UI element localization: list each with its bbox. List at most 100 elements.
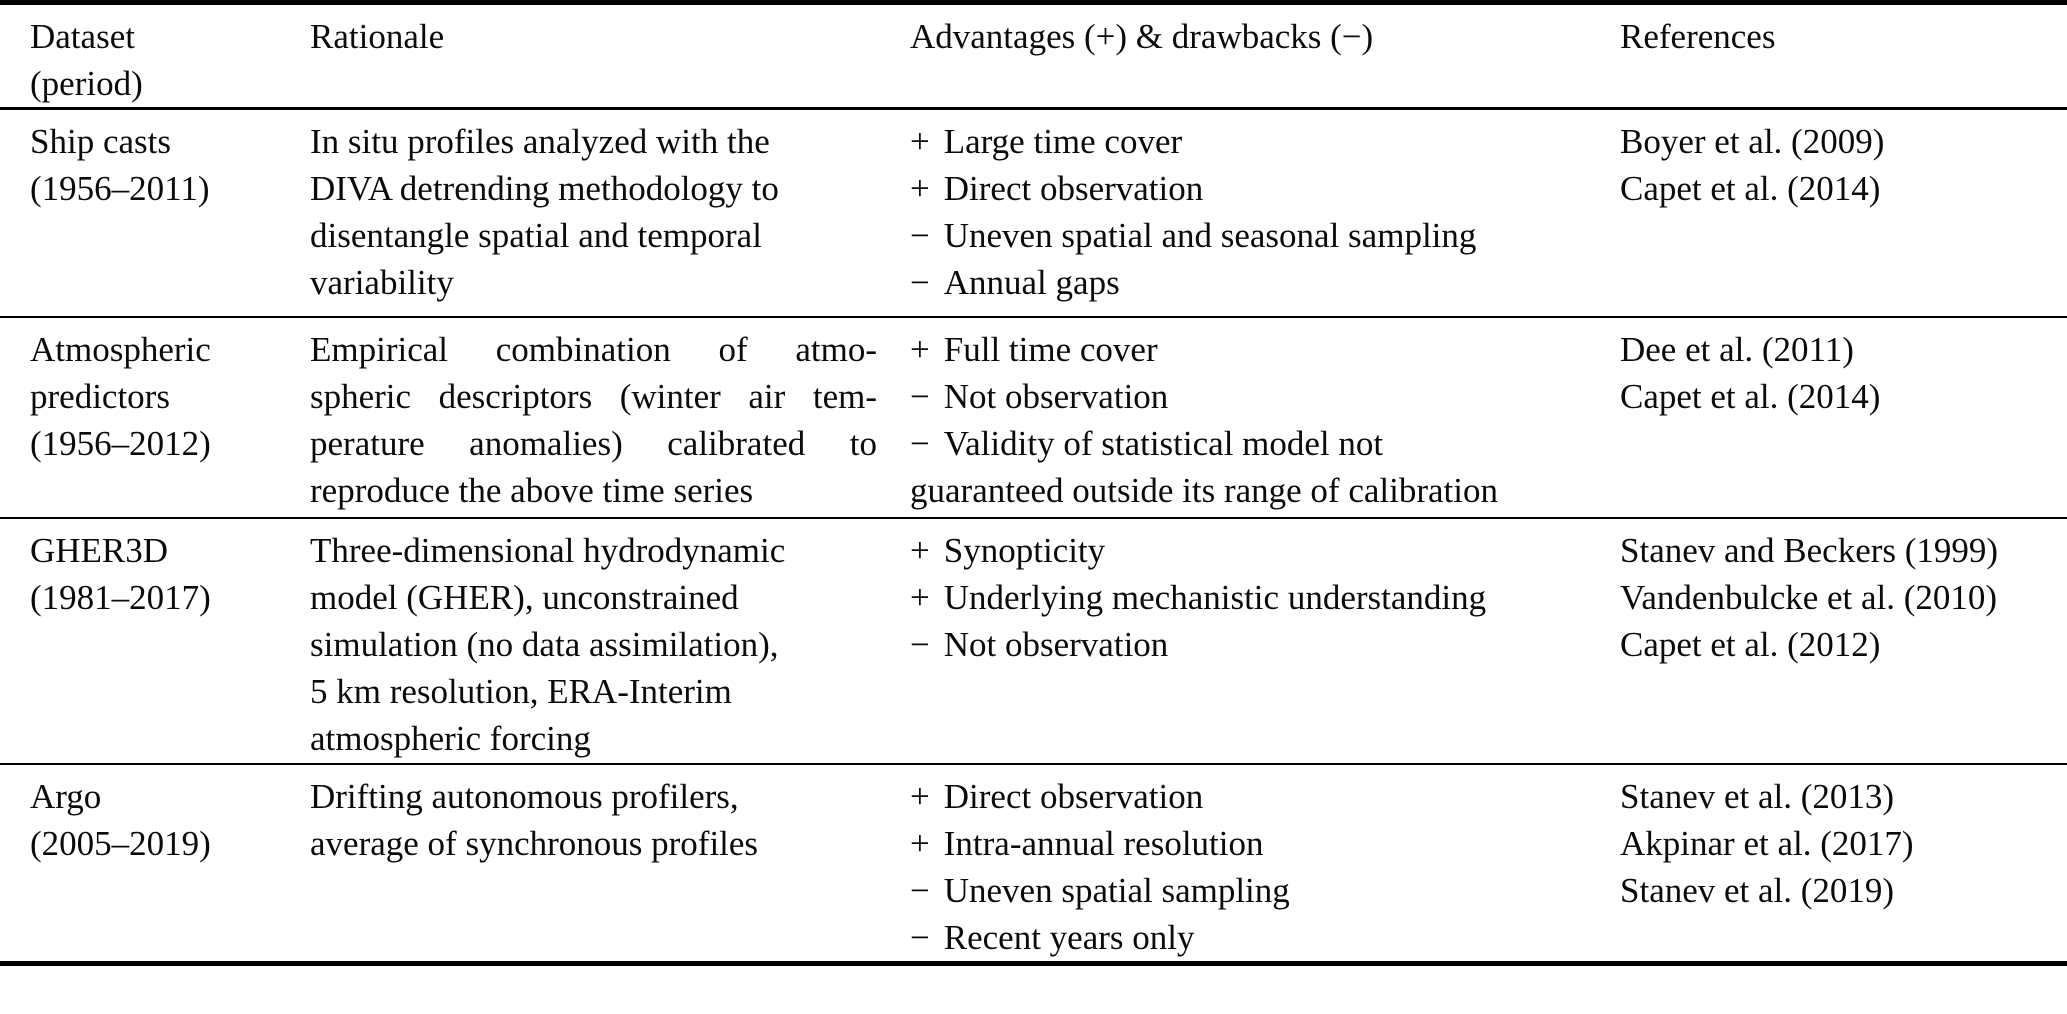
minus-sign: − bbox=[910, 376, 930, 416]
col-header-rationale: Rationale bbox=[310, 3, 910, 109]
advantage-line: −Not observation bbox=[910, 373, 1620, 420]
advantage-line: −Recent years only bbox=[910, 914, 1620, 961]
dataset-cell: Atmospheric predictors (1956–2012) bbox=[0, 317, 310, 518]
advantages-cell: +Full time cover−Not observation−Validit… bbox=[910, 317, 1620, 518]
plus-sign: + bbox=[910, 577, 930, 617]
minus-sign: − bbox=[910, 263, 930, 302]
text-line: atmospheric forcing bbox=[310, 718, 591, 758]
text-line: Stanev et al. (2013) bbox=[1620, 776, 1895, 816]
text-line: Stanev and Beckers (1999) bbox=[1620, 530, 1999, 570]
text-line: Capet et al. (2014) bbox=[1620, 169, 1881, 208]
references-list: Boyer et al. (2009)Capet et al. (2014) bbox=[1620, 118, 2067, 212]
text-line: In situ profiles analyzed with the bbox=[310, 122, 770, 161]
text-line: reproduce the above time series bbox=[310, 470, 754, 510]
table-header: Dataset (period) Rationale Advantages (+)… bbox=[0, 3, 2067, 109]
dataset-label: Ship casts (1956–2011) bbox=[30, 118, 310, 212]
col-header-dataset: Dataset (period) bbox=[0, 3, 310, 109]
text-line: Stanev et al. (2019) bbox=[1620, 870, 1895, 910]
text-line: DIVA detrending methodology to bbox=[310, 169, 779, 208]
col-header-dataset-label: Dataset (period) bbox=[30, 13, 310, 107]
advantage-line: +Underlying mechanistic understanding bbox=[910, 574, 1620, 621]
plus-sign: + bbox=[910, 122, 930, 161]
text-line: Dataset bbox=[30, 17, 135, 56]
rationale-text: Drifting autonomous profilers, average of… bbox=[310, 773, 877, 867]
text-line: Three-dimensional hydrodynamic bbox=[310, 530, 786, 570]
text-line: 5 km resolution, ERA-Interim bbox=[310, 671, 732, 711]
text-line: Ship casts bbox=[30, 122, 171, 161]
advantage-line: +Large time cover bbox=[910, 118, 1620, 165]
minus-sign: − bbox=[910, 423, 930, 463]
minus-sign: − bbox=[910, 870, 930, 910]
text-line: variability bbox=[310, 263, 454, 302]
table-row: GHER3D(1981–2017) Three-dimensional hydr… bbox=[0, 518, 2067, 764]
rationale-cell: Empirical combination of atmo-spheric de… bbox=[310, 317, 910, 518]
rationale-text: Three-dimensional hydrodynamic model (GHE… bbox=[310, 527, 877, 762]
text-line: (1956–2012) bbox=[30, 423, 211, 463]
advantage-line: −Annual gaps bbox=[910, 259, 1620, 306]
text-line: guaranteed outside its range of calibrat… bbox=[910, 470, 1498, 510]
plus-sign: + bbox=[910, 169, 930, 208]
advantage-line: −Uneven spatial sampling bbox=[910, 867, 1620, 914]
advantage-line: −Validity of statistical model not bbox=[910, 420, 1620, 467]
dataset-cell: Argo(2005–2019) bbox=[0, 764, 310, 964]
references-cell: Boyer et al. (2009)Capet et al. (2014) bbox=[1620, 109, 2067, 317]
minus-sign: − bbox=[910, 624, 930, 664]
text-line: GHER3D bbox=[30, 530, 169, 570]
text-line: Capet et al. (2014) bbox=[1620, 376, 1881, 416]
text-line: disentangle spatial and temporal bbox=[310, 216, 762, 255]
dataset-label: Atmospheric predictors (1956–2012) bbox=[30, 326, 310, 467]
references-list: Dee et al. (2011) Capet et al. (2014) bbox=[1620, 326, 2067, 420]
table-body: Ship casts (1956–2011) In situ profiles a… bbox=[0, 109, 2067, 964]
rationale-text: Empirical combination of atmo-spheric de… bbox=[310, 326, 877, 514]
text-line: Atmospheric bbox=[30, 329, 211, 369]
dataset-cell: Ship casts (1956–2011) bbox=[0, 109, 310, 317]
references-list: Stanev and Beckers (1999) Vandenbulcke et… bbox=[1620, 527, 2067, 668]
minus-sign: − bbox=[910, 917, 930, 957]
text-line: predictors bbox=[30, 376, 170, 416]
text-line: Capet et al. (2012) bbox=[1620, 624, 1881, 664]
text-line: (1956–2011) bbox=[30, 169, 210, 208]
advantages-list: +Full time cover−Not observation−Validit… bbox=[910, 326, 1620, 514]
col-header-references-label: References bbox=[1620, 17, 1776, 56]
advantages-list: +Direct observation+Intra-annual resolut… bbox=[910, 773, 1620, 961]
col-header-rationale-label: Rationale bbox=[310, 17, 445, 56]
text-line: perature anomalies) calibrated to bbox=[310, 423, 877, 463]
header-row: Dataset (period) Rationale Advantages (+)… bbox=[0, 3, 2067, 109]
references-cell: Stanev et al. (2013)Akpinar et al. (2017… bbox=[1620, 764, 2067, 964]
text-line: Argo bbox=[30, 776, 102, 816]
text-line: (period) bbox=[30, 64, 143, 103]
text-line: average of synchronous profiles bbox=[310, 823, 759, 863]
dataset-label: GHER3D(1981–2017) bbox=[30, 527, 310, 621]
advantage-line: +Direct observation bbox=[910, 773, 1620, 820]
references-list: Stanev et al. (2013)Akpinar et al. (2017… bbox=[1620, 773, 2067, 914]
references-cell: Dee et al. (2011) Capet et al. (2014) bbox=[1620, 317, 2067, 518]
advantage-line: +Synopticity bbox=[910, 527, 1620, 574]
advantage-line: +Full time cover bbox=[910, 326, 1620, 373]
advantages-cell: +Synopticity+Underlying mechanistic unde… bbox=[910, 518, 1620, 764]
advantages-list: +Synopticity+Underlying mechanistic unde… bbox=[910, 527, 1620, 668]
datasets-table: Dataset (period) Rationale Advantages (+)… bbox=[0, 0, 2067, 964]
advantage-line: −Uneven spatial and seasonal sampling bbox=[910, 212, 1620, 259]
advantages-cell: +Direct observation+Intra-annual resolut… bbox=[910, 764, 1620, 964]
references-cell: Stanev and Beckers (1999) Vandenbulcke et… bbox=[1620, 518, 2067, 764]
table-row: Argo(2005–2019) Drifting autonomous prof… bbox=[0, 764, 2067, 964]
col-header-references: References bbox=[1620, 3, 2067, 109]
text-line: Vandenbulcke et al. (2010) bbox=[1620, 577, 1998, 617]
plus-sign: + bbox=[910, 530, 930, 570]
advantages-cell: +Large time cover+Direct observation−Une… bbox=[910, 109, 1620, 317]
text-line: simulation (no data assimilation), bbox=[310, 624, 779, 664]
text-line: model (GHER), unconstrained bbox=[310, 577, 739, 617]
table-row: Ship casts (1956–2011) In situ profiles a… bbox=[0, 109, 2067, 317]
rationale-cell: Drifting autonomous profilers, average of… bbox=[310, 764, 910, 964]
col-header-advantages-label: Advantages (+) & drawbacks (−) bbox=[910, 17, 1374, 56]
dataset-label: Argo(2005–2019) bbox=[30, 773, 310, 867]
col-header-advantages: Advantages (+) & drawbacks (−) bbox=[910, 3, 1620, 109]
text-line: Empirical combination of atmo- bbox=[310, 329, 877, 369]
rationale-cell: Three-dimensional hydrodynamic model (GHE… bbox=[310, 518, 910, 764]
text-line: Dee et al. (2011) bbox=[1620, 329, 1854, 369]
plus-sign: + bbox=[910, 776, 930, 816]
text-line: Drifting autonomous profilers, bbox=[310, 776, 739, 816]
